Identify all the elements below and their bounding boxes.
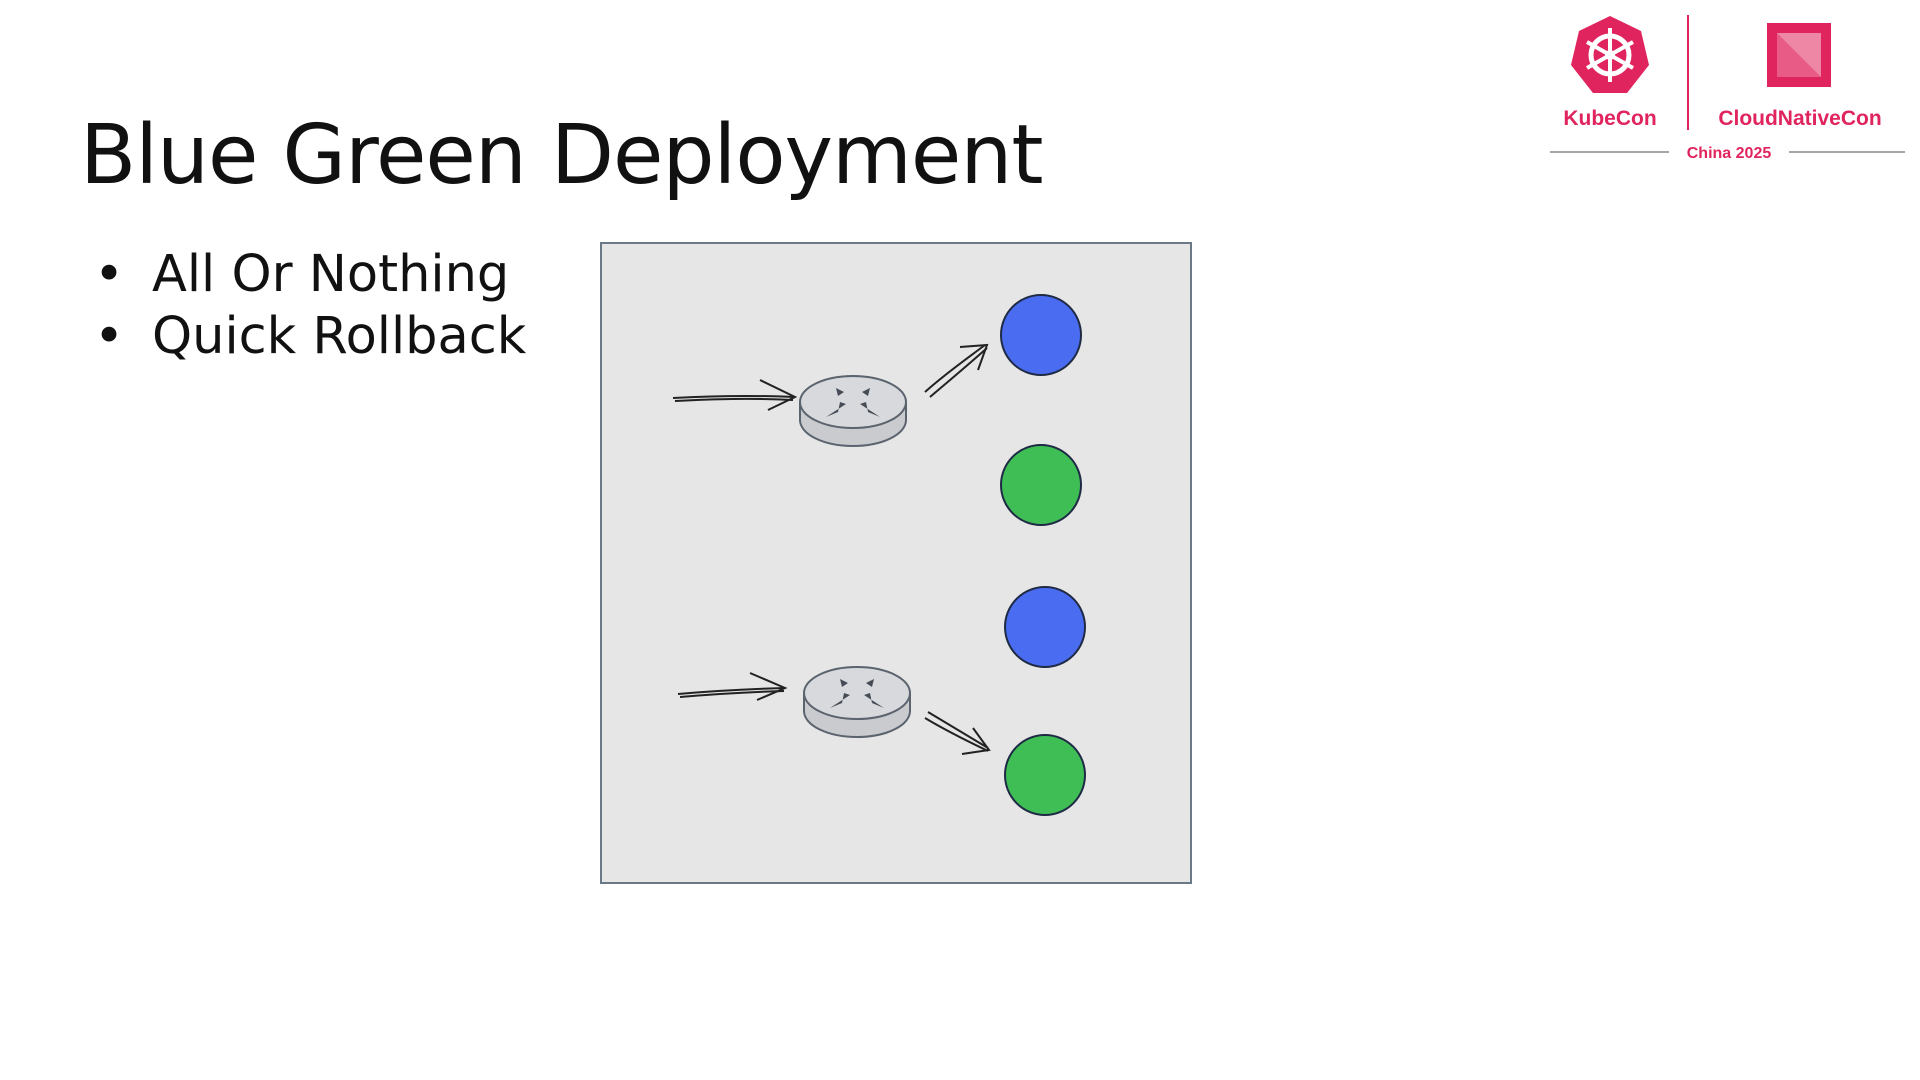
blue-pod — [1004, 586, 1086, 668]
bullet-item: All Or Nothing — [90, 244, 526, 306]
incoming-arrow — [677, 672, 788, 701]
kubernetes-icon — [1571, 16, 1649, 93]
bullet-item: Quick Rollback — [90, 306, 526, 368]
green-pod — [1004, 734, 1086, 816]
router-icon — [799, 375, 907, 447]
outgoing-arrow — [924, 343, 989, 398]
blue-pod — [1000, 294, 1082, 376]
incoming-arrow — [672, 379, 798, 411]
logo-cloudnativecon-text: CloudNativeCon — [1718, 107, 1881, 130]
cncf-icon — [1767, 23, 1831, 87]
green-pod — [1000, 444, 1082, 526]
kubecon-logo: KubeCon CloudNativeCon China 2025 — [1545, 10, 1910, 170]
router-icon — [803, 666, 911, 738]
outgoing-arrow — [924, 711, 991, 755]
page-title: Blue Green Deployment — [80, 108, 1043, 203]
blue-green-diagram — [600, 242, 1192, 884]
bullet-list: All Or Nothing Quick Rollback — [90, 244, 526, 368]
logo-kubecon-text: KubeCon — [1563, 107, 1656, 130]
logo-subtitle: China 2025 — [1687, 145, 1772, 162]
